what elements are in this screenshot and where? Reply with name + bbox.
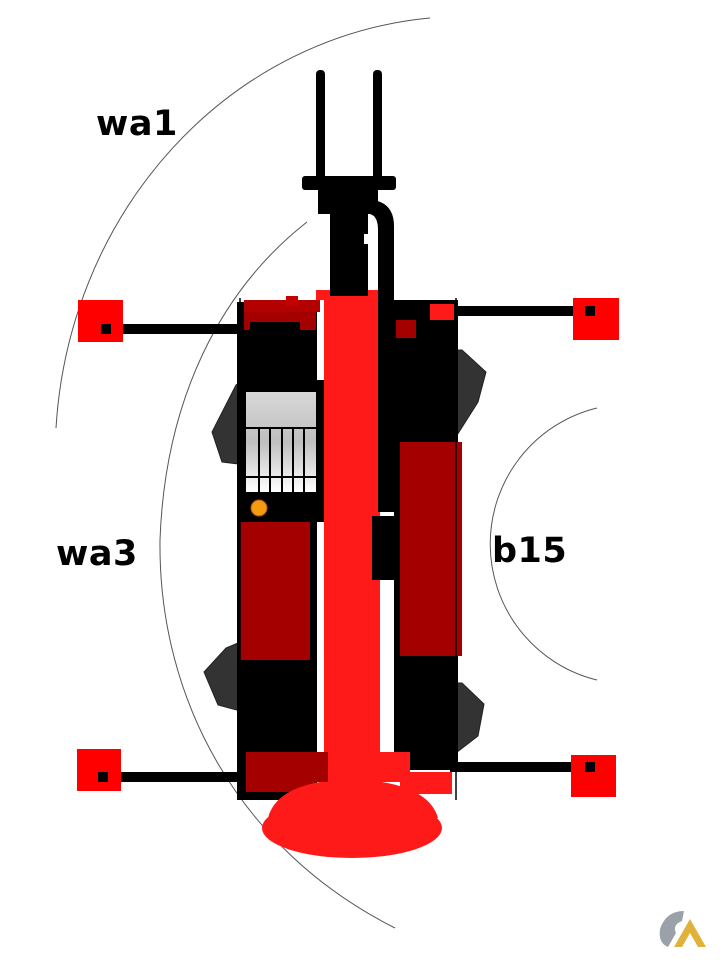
- outrigger-pads: [77, 298, 619, 797]
- outrigger-beam-bottom-left: [98, 772, 248, 782]
- outrigger-beam-bottom-right: [450, 762, 598, 772]
- outrigger-beams: [98, 306, 598, 782]
- outrigger-beam-top-right: [450, 306, 598, 316]
- fork-left: [316, 70, 325, 182]
- mast: [262, 290, 442, 858]
- right-chassis: [394, 300, 462, 794]
- outrigger-pad-bottom-left: [77, 749, 121, 791]
- radius-arc-b15: [489, 407, 598, 681]
- frame-lines: [239, 298, 457, 800]
- outrigger-pad-bottom-right: [571, 755, 616, 797]
- fork-right: [373, 70, 382, 182]
- outrigger-pad-top-right: [573, 298, 619, 340]
- cm-logo-icon: [659, 911, 706, 947]
- outrigger-beam-top-left: [103, 324, 248, 334]
- operator-cab: [240, 380, 324, 522]
- warning-light-icon: [250, 499, 268, 517]
- outrigger-pad-centers: [98, 306, 595, 782]
- boom-head: [302, 70, 396, 512]
- zone-label-b15: b15: [492, 531, 568, 571]
- zone-label-wa1: wa1: [96, 104, 178, 144]
- radius-arc-wa1: [55, 17, 431, 429]
- zone-label-wa3: wa3: [56, 534, 138, 574]
- left-chassis: [237, 296, 320, 800]
- outrigger-pad-top-left: [78, 300, 123, 342]
